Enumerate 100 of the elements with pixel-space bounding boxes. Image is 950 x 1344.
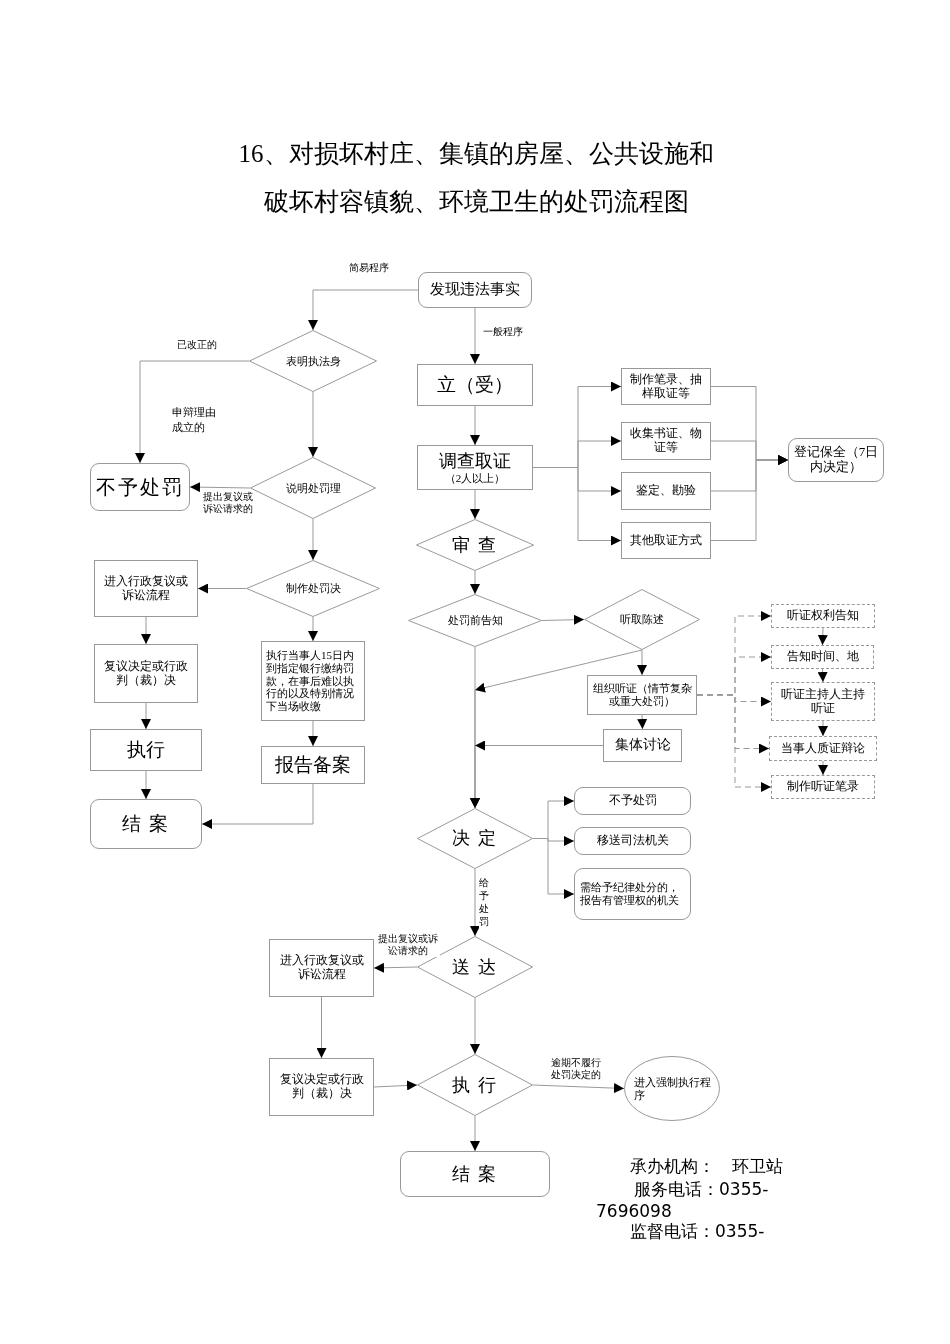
arrow (189, 482, 251, 493)
decision-diamond (417, 1054, 533, 1116)
process-box (269, 1058, 374, 1116)
rounded-box (90, 463, 190, 511)
arrow (308, 289, 419, 331)
arrow (308, 391, 318, 458)
node-text: 复议决定或行政判（裁）决 (278, 1073, 365, 1101)
arrow (710, 455, 789, 541)
node-text: 不予处罚 (96, 475, 184, 499)
process-box (417, 445, 533, 490)
arrow (141, 770, 151, 800)
node-text: 立（受） (437, 374, 513, 396)
process-box (621, 472, 711, 510)
edge-label: 提出复议或诉讼请求的 (201, 491, 255, 515)
node-text: 审 查 (451, 534, 499, 556)
edge-label: 提出复议或诉讼请求的 (376, 933, 440, 957)
decision-diamond (416, 519, 534, 571)
arrow (197, 583, 247, 594)
node-text: 移送司法机关 (596, 834, 669, 848)
node-text: 需给予纪律处分的，报告有管理权的机关 (580, 881, 680, 907)
edge-label: 给予处罚 (479, 876, 489, 928)
node-text: 说明处罚理 (285, 481, 341, 495)
arrow (637, 714, 648, 730)
process-box (621, 422, 711, 460)
arrow (141, 616, 151, 645)
node-text: 收集书证、物证等 (629, 427, 703, 455)
rounded-box (788, 438, 884, 482)
arrow (201, 783, 314, 829)
node-text: 执行 (127, 739, 165, 761)
oval-shape (624, 1056, 720, 1121)
node-text: 调查取证 (439, 450, 511, 472)
arrow (637, 649, 647, 676)
arrow (470, 741, 604, 809)
decision-diamond (246, 560, 380, 617)
contact-text: 承办机构： 环卫站 (630, 1155, 784, 1177)
condition-note: 申辩理由成立的 (172, 405, 218, 436)
node-text: 登记保全（7日内决定） (793, 445, 879, 475)
process-box (621, 522, 711, 559)
rounded-box (574, 827, 691, 855)
node-text: （2人以上） (444, 471, 506, 485)
process-box (417, 364, 533, 406)
node-text: 鉴定、勘验 (636, 484, 696, 498)
contact-text: 服务电话：0355-7696098 (596, 1178, 770, 1222)
node-text: 听取陈述 (620, 613, 664, 626)
arrow (532, 1083, 625, 1094)
node-text: 结 案 (121, 813, 171, 835)
arrow (308, 616, 318, 642)
node-text: 告知时间、地 (786, 650, 859, 664)
process-box (90, 729, 202, 771)
arrow (470, 307, 480, 365)
arrow (532, 467, 622, 546)
arrow (470, 868, 480, 937)
arrow (470, 570, 480, 595)
arrow (135, 360, 250, 464)
node-text: 制作笔录、抽样取证等 (629, 372, 703, 401)
node-text: 决 定 (451, 828, 499, 849)
process-box (603, 729, 682, 762)
arrow (470, 405, 480, 446)
node-text: 结 案 (451, 1163, 499, 1185)
node-text: 发现违法事实 (430, 281, 520, 299)
node-text: 执 行 (451, 1074, 499, 1096)
process-box (261, 641, 365, 721)
node-text: 复议决定或行政判（裁）决 (103, 659, 189, 688)
arrow (141, 702, 151, 730)
rounded-box (418, 272, 532, 308)
node-text: 处罚前告知 (447, 614, 503, 627)
process-box (94, 560, 198, 617)
node-text: 执行当事人15日内到指定银行缴纳罚款，在事后难以执行的以及特别情况下当场收缴 (266, 649, 355, 713)
node-text: 其他取证方式 (630, 533, 702, 548)
decision-diamond (249, 330, 377, 392)
node-text: 当事人质证辩论 (781, 741, 865, 756)
node-text: 表明执法身 (285, 354, 341, 368)
arrow (373, 1080, 418, 1091)
arrow (818, 720, 828, 737)
decision-diamond (584, 589, 700, 650)
node-text: 听证主持人主持听证 (780, 687, 866, 716)
node-text: 进入强制执行程序 (633, 1075, 711, 1102)
rounded-box (574, 787, 691, 815)
arrow (470, 489, 480, 520)
arrow (373, 962, 418, 973)
rounded-box (90, 799, 202, 849)
node-text: 进入行政复议或诉讼流程 (103, 574, 189, 603)
arrow (470, 1115, 480, 1152)
rounded-box (574, 868, 691, 920)
arrow (308, 720, 318, 747)
arrow (817, 627, 828, 646)
arrow (308, 518, 318, 561)
process-box (621, 368, 711, 405)
dashed-box (771, 682, 875, 721)
node-text: 听证权利告知 (787, 609, 859, 623)
arrow (818, 760, 828, 776)
arrow (541, 614, 585, 625)
process-box (94, 644, 198, 703)
node-text: 组织听证（情节复杂或重大处罚） (592, 682, 692, 708)
decision-diamond (408, 594, 542, 647)
edge-label: 逾期不履行处罚决定的 (549, 1057, 603, 1081)
dashed-box (771, 604, 875, 628)
node-text: 集体讨论 (614, 737, 671, 754)
contact-text: 监督电话：0355- (629, 1220, 766, 1242)
node-text: 制作处罚决 (285, 582, 341, 595)
